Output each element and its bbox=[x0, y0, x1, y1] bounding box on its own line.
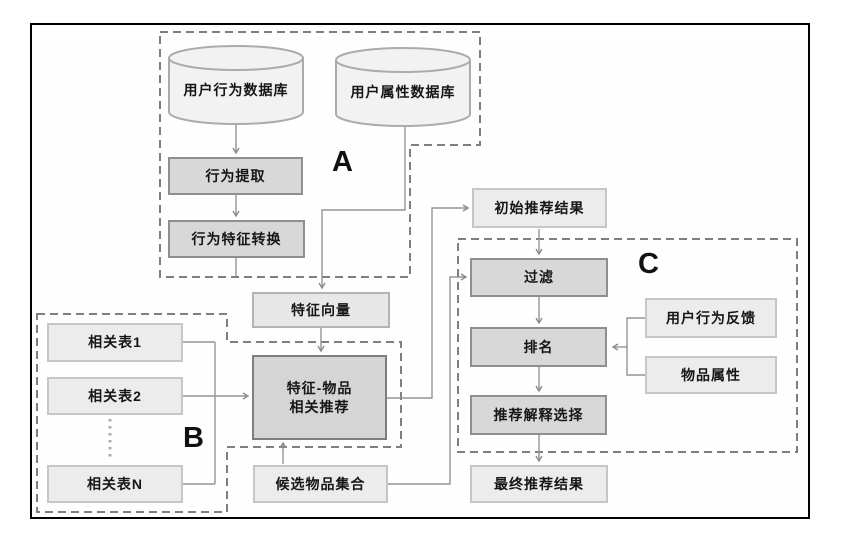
node-filter: 过滤 bbox=[470, 258, 608, 297]
node-feature-item-recommend-line2: 相关推荐 bbox=[289, 398, 350, 415]
node-item-attributes: 物品属性 bbox=[645, 356, 777, 394]
arrow-recommend-to-initial bbox=[387, 204, 470, 399]
node-related-table-1: 相关表1 bbox=[47, 323, 183, 362]
node-candidate-item-set: 候选物品集合 bbox=[253, 465, 388, 503]
node-feature-item-recommend: 特征-物品 相关推荐 bbox=[252, 355, 387, 440]
node-final-results: 最终推荐结果 bbox=[470, 465, 608, 503]
line-feedback-attributes-join bbox=[626, 317, 645, 376]
group-b-outline bbox=[36, 313, 402, 513]
arrow-attrdb-to-feature-vector bbox=[318, 127, 406, 290]
user-attribute-db-cylinder bbox=[335, 47, 471, 127]
group-c-label: C bbox=[638, 248, 659, 280]
node-behavior-extraction: 行为提取 bbox=[168, 157, 303, 195]
group-b-label: B bbox=[183, 422, 204, 454]
node-feature-item-recommend-line1: 特征-物品 bbox=[286, 379, 353, 396]
node-explanation-selection: 推荐解释选择 bbox=[470, 395, 607, 435]
node-ranking: 排名 bbox=[470, 327, 607, 367]
node-initial-results: 初始推荐结果 bbox=[472, 188, 607, 228]
node-user-attribute-db-label: 用户属性数据库 bbox=[350, 84, 456, 100]
node-behavior-feature-transform: 行为特征转换 bbox=[168, 220, 305, 258]
node-feature-vector: 特征向量 bbox=[252, 292, 390, 328]
node-related-table-2: 相关表2 bbox=[47, 377, 183, 415]
group-a-label: A bbox=[332, 146, 353, 178]
group-a-outline bbox=[159, 31, 481, 278]
node-user-feedback: 用户行为反馈 bbox=[645, 298, 777, 338]
group-c-outline bbox=[457, 238, 798, 453]
arrow-candidates-to-filter bbox=[388, 273, 468, 485]
user-behavior-db-cylinder bbox=[168, 45, 304, 125]
node-related-table-n: 相关表N bbox=[47, 465, 183, 503]
connectors bbox=[108, 125, 645, 485]
node-user-behavior-db-label: 用户行为数据库 bbox=[183, 82, 289, 98]
